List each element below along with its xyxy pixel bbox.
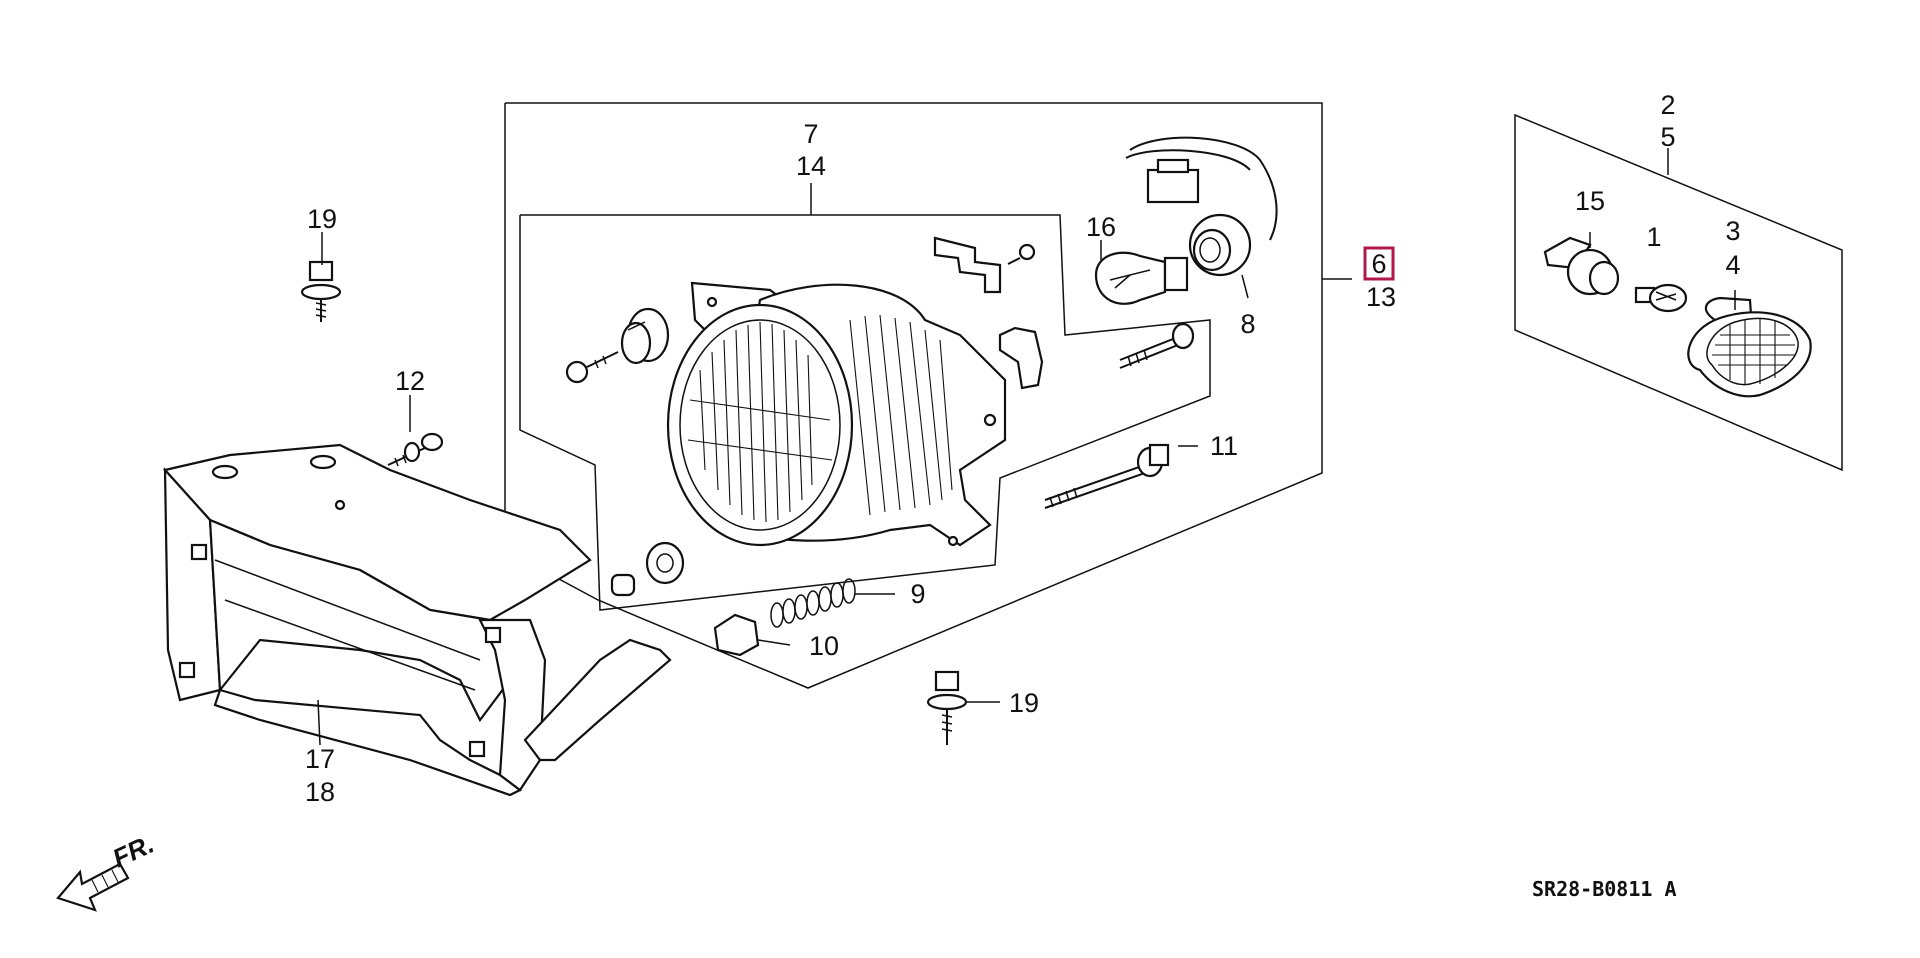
fog-light-unit xyxy=(666,281,1007,547)
bulb-16 xyxy=(1094,251,1189,305)
tapping-screw-12 xyxy=(387,432,444,467)
flange-bolt-left xyxy=(300,260,342,322)
housing-subassembly-outline xyxy=(519,214,1211,611)
callout-1[interactable]: 1 xyxy=(1646,222,1661,252)
cable-clip xyxy=(998,326,1044,390)
leader-lines xyxy=(317,183,1249,746)
side-marker-outline xyxy=(1514,113,1843,472)
bulb-socket-8 xyxy=(1125,136,1278,277)
highlight-box xyxy=(1363,246,1395,281)
callout-5[interactable]: 5 xyxy=(1660,122,1675,152)
callout-17[interactable]: 17 xyxy=(305,744,335,774)
callout-10[interactable]: 10 xyxy=(809,631,839,661)
callout-labels: 1 2 5 3 4 15 6 13 7 14 16 8 11 9 10 12 1… xyxy=(305,90,1741,807)
callout-13[interactable]: 13 xyxy=(1366,282,1396,312)
marker-socket-15 xyxy=(1543,232,1620,296)
callout-8[interactable]: 8 xyxy=(1240,309,1255,339)
clip-10 xyxy=(713,613,791,657)
connector-bracket xyxy=(933,236,1036,294)
long-bolt-11 xyxy=(1044,443,1170,509)
callout-6[interactable]: 6 xyxy=(1371,249,1386,279)
callout-19-left[interactable]: 19 xyxy=(307,204,337,234)
callout-2[interactable]: 2 xyxy=(1660,90,1675,120)
callout-7[interactable]: 7 xyxy=(803,119,818,149)
mounting-bracket xyxy=(162,443,672,797)
adjust-screw xyxy=(1119,322,1195,369)
callout-3[interactable]: 3 xyxy=(1725,216,1740,246)
callout-11[interactable]: 11 xyxy=(1210,431,1238,461)
callout-14[interactable]: 14 xyxy=(796,151,826,181)
spring-9 xyxy=(770,578,895,628)
adjuster-screw xyxy=(565,351,619,384)
callout-19-right[interactable]: 19 xyxy=(1009,688,1039,718)
front-direction-arrow: FR. xyxy=(56,829,159,912)
grommet xyxy=(610,541,685,597)
side-marker-lens xyxy=(1687,290,1812,398)
callout-12[interactable]: 12 xyxy=(395,366,425,396)
callout-15[interactable]: 15 xyxy=(1575,186,1605,216)
callout-16[interactable]: 16 xyxy=(1086,212,1116,242)
drawing-code: SR28-B0811 A xyxy=(1532,877,1677,901)
callout-18[interactable]: 18 xyxy=(305,777,335,807)
adjuster-nut xyxy=(620,307,670,365)
flange-bolt-right xyxy=(926,670,1000,745)
wedge-bulb-1 xyxy=(1634,283,1688,313)
callout-4[interactable]: 4 xyxy=(1725,250,1740,280)
callout-9[interactable]: 9 xyxy=(910,579,925,609)
